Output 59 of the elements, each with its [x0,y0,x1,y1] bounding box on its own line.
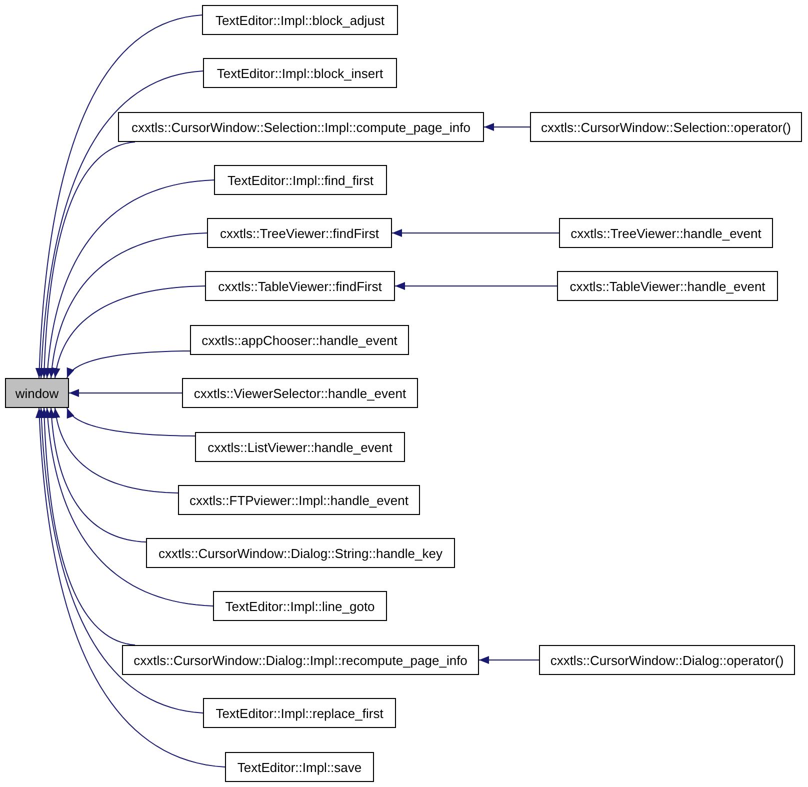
function-name: window [15,386,59,400]
function-name: cxxtls::CursorWindow::Selection::Impl::compute_page_info [132,120,470,134]
arrow [478,656,540,664]
function-box [195,432,405,462]
arrow [40,142,136,378]
function-box [190,325,409,355]
function-name: cxxtls::CursorWindow::Dialog::Impl::recompute_page_info [134,652,468,668]
arrow [35,408,226,768]
function-box [202,5,398,35]
function-name: cxxtls::TableViewer::findFirst [218,278,382,294]
function-box [118,112,484,142]
function-box [530,112,802,142]
arrow [68,389,182,397]
function-box [178,485,420,515]
function-name: TextEditor::Impl::replace_first [216,706,384,720]
function-box [203,698,396,728]
function-box [5,378,69,408]
arrow [37,70,204,378]
arrow [66,350,190,378]
arrow [44,180,214,378]
function-box [122,645,479,675]
arrow [35,14,202,378]
function-name: cxxtls::FTPviewer::Impl::handle_event [190,492,408,508]
arrow [44,408,214,606]
function-box [557,271,778,301]
function-name: cxxtls::CursorWindow::Dialog::String::handle_key [158,546,442,560]
function-name: TextEditor::Impl::line_goto [225,598,375,614]
function-box [205,271,395,301]
arrow [40,408,136,646]
function-box [539,645,795,675]
arrow [392,229,560,237]
arrow [48,408,146,542]
function-name: cxxtls::TreeViewer::handle_event [570,226,762,240]
arrow [52,408,178,494]
arrow [52,286,206,378]
function-box [146,538,455,568]
arrow [484,123,530,131]
function-box [182,378,418,408]
arrow [48,232,208,378]
function-name: cxxtls::TreeViewer::findFirst [220,226,379,240]
function-name: TextEditor::Impl::save [237,760,362,774]
function-name: cxxtls::ListViewer::handle_event [208,440,392,454]
function-name: cxxtls::appChooser::handle_event [202,332,398,348]
function-box [214,165,387,195]
function-name: TextEditor::Impl::find_first [228,172,374,188]
function-name: TextEditor::Impl::block_adjust [215,12,385,28]
function-box [559,218,773,248]
function-name: cxxtls::CursorWindow::Dialog::operator() [550,652,784,668]
function-name: TextEditor::Impl::block_insert [216,66,384,80]
arrow [37,408,204,714]
function-name: cxxtls::TableViewer::handle_event [570,278,766,294]
function-box [213,591,387,621]
function-box [203,58,397,88]
arrow [394,282,558,290]
function-name: cxxtls::CursorWindow::Selection::operator() [541,120,791,134]
function-box [225,752,374,782]
function-name: cxxtls::ViewerSelector::handle_event [194,386,406,400]
arrow [66,408,196,436]
function-box [207,218,392,248]
